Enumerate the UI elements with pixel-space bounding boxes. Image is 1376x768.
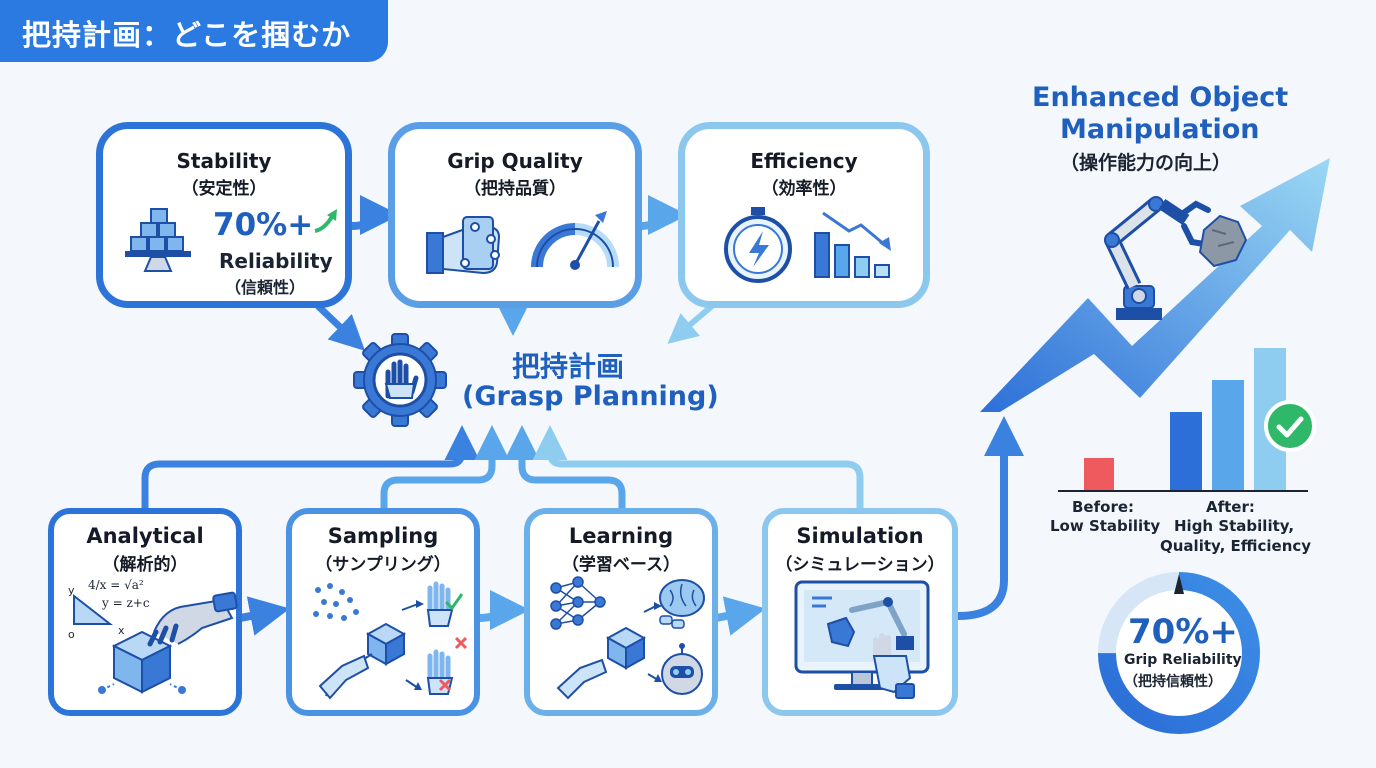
before-after-bars	[1058, 348, 1316, 492]
arrow-stability-to-center	[315, 303, 366, 351]
gear-hand-icon	[353, 333, 447, 427]
arrow-sampling-to-center	[380, 425, 510, 508]
after-label-3: Quality, Efficiency	[1160, 537, 1312, 555]
robot-hand-cube-icon	[98, 591, 238, 694]
sampling-subtitle: （サンプリング）	[315, 555, 451, 575]
arrow-simulation-to-outcome	[957, 416, 1024, 620]
triangle-icon	[73, 593, 113, 625]
outcome-title-line1: Enhanced Object	[1032, 82, 1289, 113]
after-label-2: High Stability,	[1174, 517, 1295, 535]
sampling-title: Sampling	[327, 524, 439, 548]
stability-stat-label: Reliability	[219, 249, 333, 273]
analytical-title: Analytical	[86, 524, 204, 548]
stacked-blocks-icon	[125, 208, 191, 272]
before-label-2: Low Stability	[1050, 517, 1161, 535]
efficiency-title: Efficiency	[750, 149, 858, 173]
stability-stat-sublabel: （信頼性）	[225, 278, 306, 297]
before-label-1: Before:	[1072, 498, 1135, 516]
outcome-subtitle: （操作能力の向上）	[1060, 152, 1232, 174]
grip-quality-card: Grip Quality （把持品質）	[388, 122, 642, 308]
arrow-efficiency-to-center	[667, 303, 714, 344]
ring-sublabel: （把持信頼性）	[1124, 674, 1222, 690]
grip-quality-subtitle: （把持品質）	[464, 179, 566, 199]
arrow-simulation-to-center	[532, 425, 864, 508]
stability-stat: 70%+	[213, 207, 314, 243]
gauge-icon	[531, 211, 619, 270]
monitor-simulation-icon	[794, 580, 930, 699]
simulation-title: Simulation	[796, 524, 924, 548]
stability-card: Stability （安定性） 70%+ Reliability （信頼性）	[96, 122, 352, 308]
efficiency-card: Efficiency （効率性）	[678, 122, 930, 308]
stopwatch-icon	[724, 207, 792, 283]
stability-title: Stability	[176, 149, 272, 173]
analytical-axis-y: y	[68, 584, 75, 597]
arrow-analytical-to-sampling	[239, 596, 290, 636]
analytical-subtitle: （解析的）	[102, 555, 188, 575]
big-growth-arrow	[980, 158, 1330, 412]
robot-arm-icon	[1104, 196, 1248, 320]
sampling-scatter-icon	[313, 581, 468, 700]
bar-before	[1084, 458, 1114, 490]
learning-subtitle: （学習ベース）	[561, 555, 681, 575]
arrow-analytical-to-center	[141, 425, 480, 508]
analytical-axis-o: o	[68, 628, 75, 641]
banner-title: 把持計画：どこを掴むか	[22, 18, 352, 52]
reliability-ring	[1098, 572, 1260, 734]
analytical-axis-x: x	[118, 624, 125, 637]
neural-network-icon	[550, 576, 705, 700]
ring-label: Grip Reliability	[1124, 652, 1242, 668]
arrow-learning-to-simulation	[715, 596, 766, 636]
efficiency-subtitle: （効率性）	[761, 179, 847, 199]
after-label-1: After:	[1206, 498, 1255, 516]
bar-after-2	[1212, 380, 1244, 490]
arrow-stability-to-grip	[351, 195, 400, 236]
simulation-card: Simulation （シミュレーション）	[762, 508, 958, 716]
analytical-eq1: 4/x = √a²	[88, 578, 144, 592]
declining-bars-icon	[814, 211, 891, 278]
center-title-ja: 把持計画	[512, 350, 625, 383]
trend-up-icon	[314, 209, 337, 233]
arrow-grip-to-efficiency	[639, 195, 688, 236]
learning-title: Learning	[568, 524, 674, 548]
check-badge-icon	[1264, 400, 1316, 452]
stability-subtitle: （安定性）	[181, 179, 267, 199]
header-banner: 把持計画：どこを掴むか	[0, 0, 388, 62]
analytical-eq2: y = z+c	[102, 596, 150, 610]
outcome-title-line2: Manipulation	[1060, 114, 1260, 145]
arrow-learning-to-center	[504, 425, 626, 508]
gripping-hand-icon	[426, 216, 501, 275]
center-title-en: (Grasp Planning)	[462, 381, 719, 412]
analytical-card: Analytical （解析的） 4/x = √a² y = z+c y x o	[48, 508, 242, 716]
learning-card: Learning （学習ベース）	[524, 508, 718, 716]
grip-quality-title: Grip Quality	[447, 149, 583, 173]
simulation-subtitle: （シミュレーション）	[775, 555, 945, 575]
bar-after-1	[1170, 412, 1202, 490]
sampling-card: Sampling （サンプリング）	[286, 508, 480, 716]
ring-value: 70%+	[1128, 612, 1238, 652]
arrow-sampling-to-learning	[477, 590, 530, 631]
